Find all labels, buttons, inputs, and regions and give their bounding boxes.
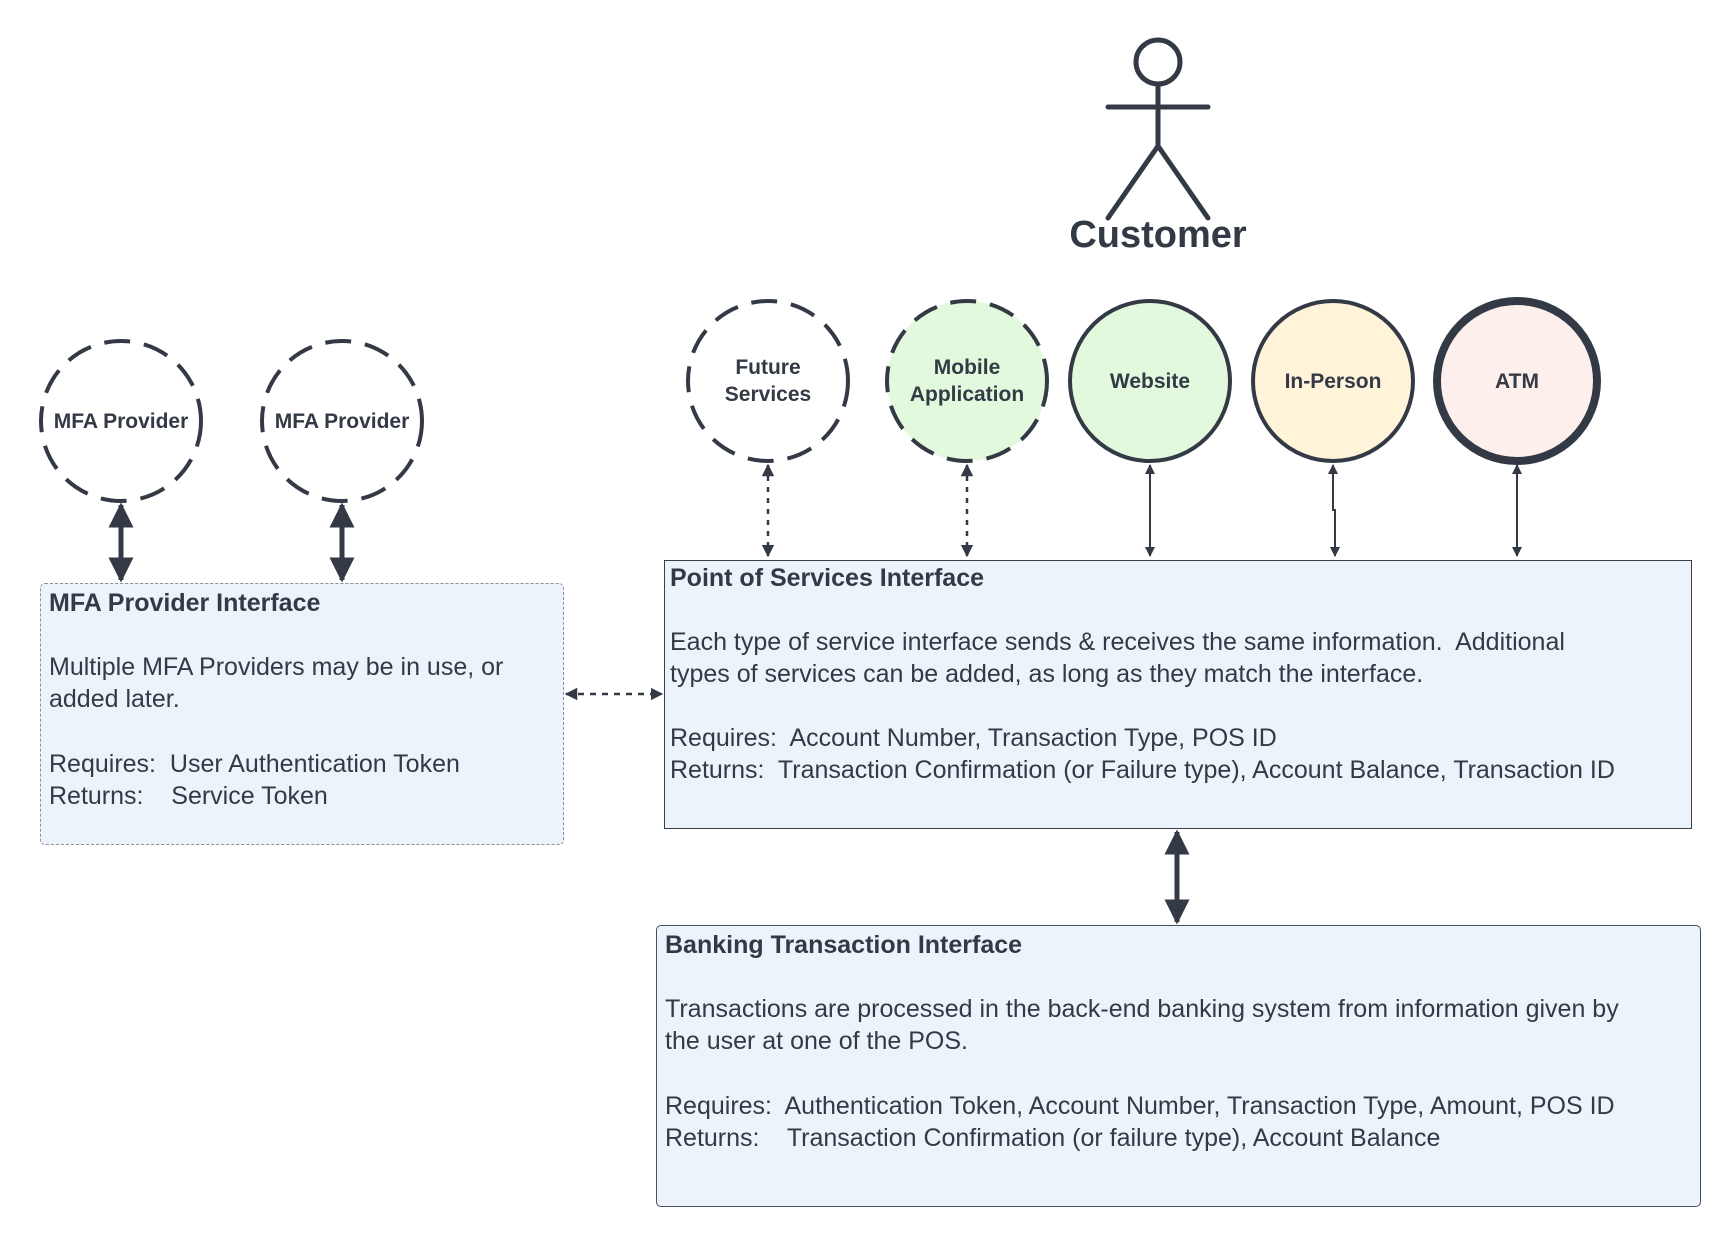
channel-circle-atm[interactable] [1433,297,1601,465]
channel-label-website: Website [1109,369,1191,393]
customer-label: Customer [1069,214,1247,256]
mfa-provider-circle-1[interactable] [39,339,203,503]
pos-interface-requires: Requires: Account Number, Transaction Ty… [670,724,1277,752]
mfa-provider-label-2: MFA Provider [274,409,410,433]
channel-circle-in-person[interactable] [1251,299,1415,463]
banking-interface-requires: Requires: Authentication Token, Account … [665,1092,1615,1120]
channel-label-atm: ATM [1495,369,1539,393]
mfa-provider-interface-box[interactable]: MFA Provider Interface Multiple MFA Prov… [40,583,564,845]
channel-label-future-services: Future Services [724,356,812,406]
channel-label-mobile-application: Mobile Application [909,356,1025,406]
pos-interface-description: Each type of service interface sends & r… [670,628,1565,688]
banking-interface-description: Transactions are processed in the back-e… [665,995,1619,1055]
mfa-interface-description: Multiple MFA Providers may be in use, or… [49,653,504,713]
channel-circle-mobile-application[interactable] [885,299,1049,463]
banking-interface-title: Banking Transaction Interface [665,931,1023,959]
mfa-interface-requires: Requires: User Authentication Token [49,750,460,778]
pos-interface-returns: Returns: Transaction Confirmation (or Fa… [670,756,1615,784]
channel-circle-website[interactable] [1068,299,1232,463]
channel-circle-future-services[interactable] [686,299,850,463]
pos-interface-title: Point of Services Interface [670,564,985,592]
mfa-provider-circle-2[interactable] [260,339,424,503]
stick-figure-icon [1105,37,1211,221]
mfa-interface-returns: Returns: Service Token [49,782,328,810]
mfa-interface-title: MFA Provider Interface [49,589,321,617]
mfa-provider-label-1: MFA Provider [53,409,189,433]
arrow-in-person-pos [1328,464,1340,557]
channel-label-in-person: In-Person [1284,369,1382,393]
banking-transaction-interface-box[interactable]: Banking Transaction Interface Transactio… [656,925,1701,1207]
banking-interface-returns: Returns: Transaction Confirmation (or fa… [665,1124,1441,1152]
pos-interface-box[interactable]: Point of Services Interface Each type of… [664,560,1692,829]
